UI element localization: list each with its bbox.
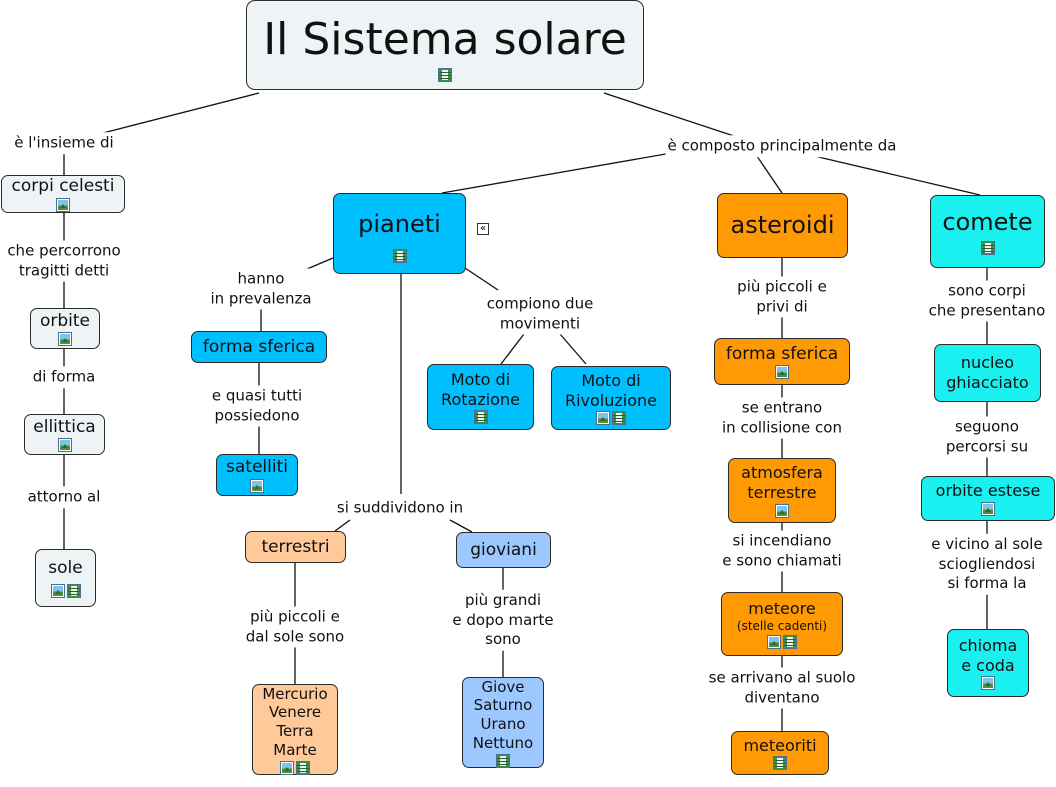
link-label-attorno: attorno al [25,486,103,508]
film-icon[interactable] [612,411,626,426]
image-icon[interactable] [280,760,294,775]
node-orbite-estese[interactable]: orbite estese [921,476,1055,521]
link-label-composto: è composto principalmente da [665,135,899,157]
image-icon[interactable] [981,676,995,691]
film-icon[interactable] [496,753,510,768]
node-terrestri[interactable]: terrestri [245,531,346,563]
film-icon[interactable] [473,410,488,425]
node-comete[interactable]: comete [930,195,1045,268]
image-icon[interactable] [57,438,72,453]
link-label-sono-corpi: sono corpi che presentano [926,280,1048,322]
node-ellittica[interactable]: ellittica [24,414,105,455]
node-atmosfera-terrestre[interactable]: atmosfera terrestre [728,458,836,523]
link-label-quasi-tutti: e quasi tutti possiedono [209,385,305,427]
link-label-di-forma: di forma [30,366,98,388]
image-icon[interactable] [775,503,789,518]
node-forma-sferica-asteroidi[interactable]: forma sferica [714,338,850,385]
link-label-incendiano: si incendiano e sono chiamati [720,530,844,572]
film-icon[interactable] [296,760,310,775]
node-moto-rotazione[interactable]: Moto di Rotazione [427,364,534,430]
node-moto-rivoluzione[interactable]: Moto di Rivoluzione [551,366,671,430]
node-satelliti[interactable]: satelliti [216,454,298,496]
node-gioviani[interactable]: gioviani [456,532,551,568]
image-icon[interactable] [58,332,72,347]
link-label-hanno: hanno in prevalenza [208,268,314,310]
collapse-icon[interactable]: « [477,223,489,235]
central-topic[interactable]: Il Sistema solare [246,0,644,90]
node-nucleo-ghiacciato[interactable]: nucleo ghiacciato [934,344,1041,402]
link-label-piu-piccoli-sole: più piccoli e dal sole sono [243,606,347,648]
film-icon[interactable] [783,634,797,649]
link-label-piu-piccoli-privi: più piccoli e privi di [735,276,829,318]
node-forma-sferica-pianeti[interactable]: forma sferica [191,331,327,363]
link-label-arrivano: se arrivano al suolo diventano [706,667,858,709]
node-corpi-celesti[interactable]: corpi celesti [1,175,125,213]
link-label-suddividono: si suddividono in [334,497,466,519]
node-pianeti-gioviani-list[interactable]: Giove Saturno Urano Nettuno [462,677,544,768]
link-label-vicino-sole: e vicino al sole sciogliendosi si forma … [929,533,1045,595]
image-icon[interactable] [981,501,995,516]
image-icon[interactable] [596,411,610,426]
node-orbite[interactable]: orbite [30,308,100,349]
image-icon[interactable] [767,634,781,649]
node-meteore[interactable]: meteore (stelle cadenti) [721,592,843,656]
image-icon[interactable] [775,365,789,380]
film-icon[interactable] [438,68,452,83]
link-label-collisione: se entrano in collisione con [720,397,844,439]
link-label-seguono: seguono percorsi su [943,416,1031,458]
image-icon[interactable] [50,583,65,598]
page-title: Il Sistema solare [263,14,627,65]
node-chioma-coda[interactable]: chioma e coda [947,629,1029,697]
link-label-compiono: compiono due movimenti [484,293,596,335]
film-icon[interactable] [773,756,787,771]
link-label-insieme: è l'insieme di [12,132,116,154]
link-label-percorrono: che percorrono tragitti detti [5,240,123,282]
node-pianeti-terrestri-list[interactable]: Mercurio Venere Terra Marte [252,684,338,775]
link-label-piu-grandi: più grandi e dopo marte sono [450,589,556,651]
film-icon[interactable] [392,249,407,264]
node-asteroidi[interactable]: asteroidi [717,193,848,258]
film-icon[interactable] [66,583,81,598]
node-pianeti[interactable]: pianeti [333,193,466,274]
film-icon[interactable] [980,241,995,256]
node-sole[interactable]: sole [35,549,96,607]
node-meteoriti[interactable]: meteoriti [731,731,829,775]
image-icon[interactable] [250,478,264,493]
image-icon[interactable] [56,197,70,212]
